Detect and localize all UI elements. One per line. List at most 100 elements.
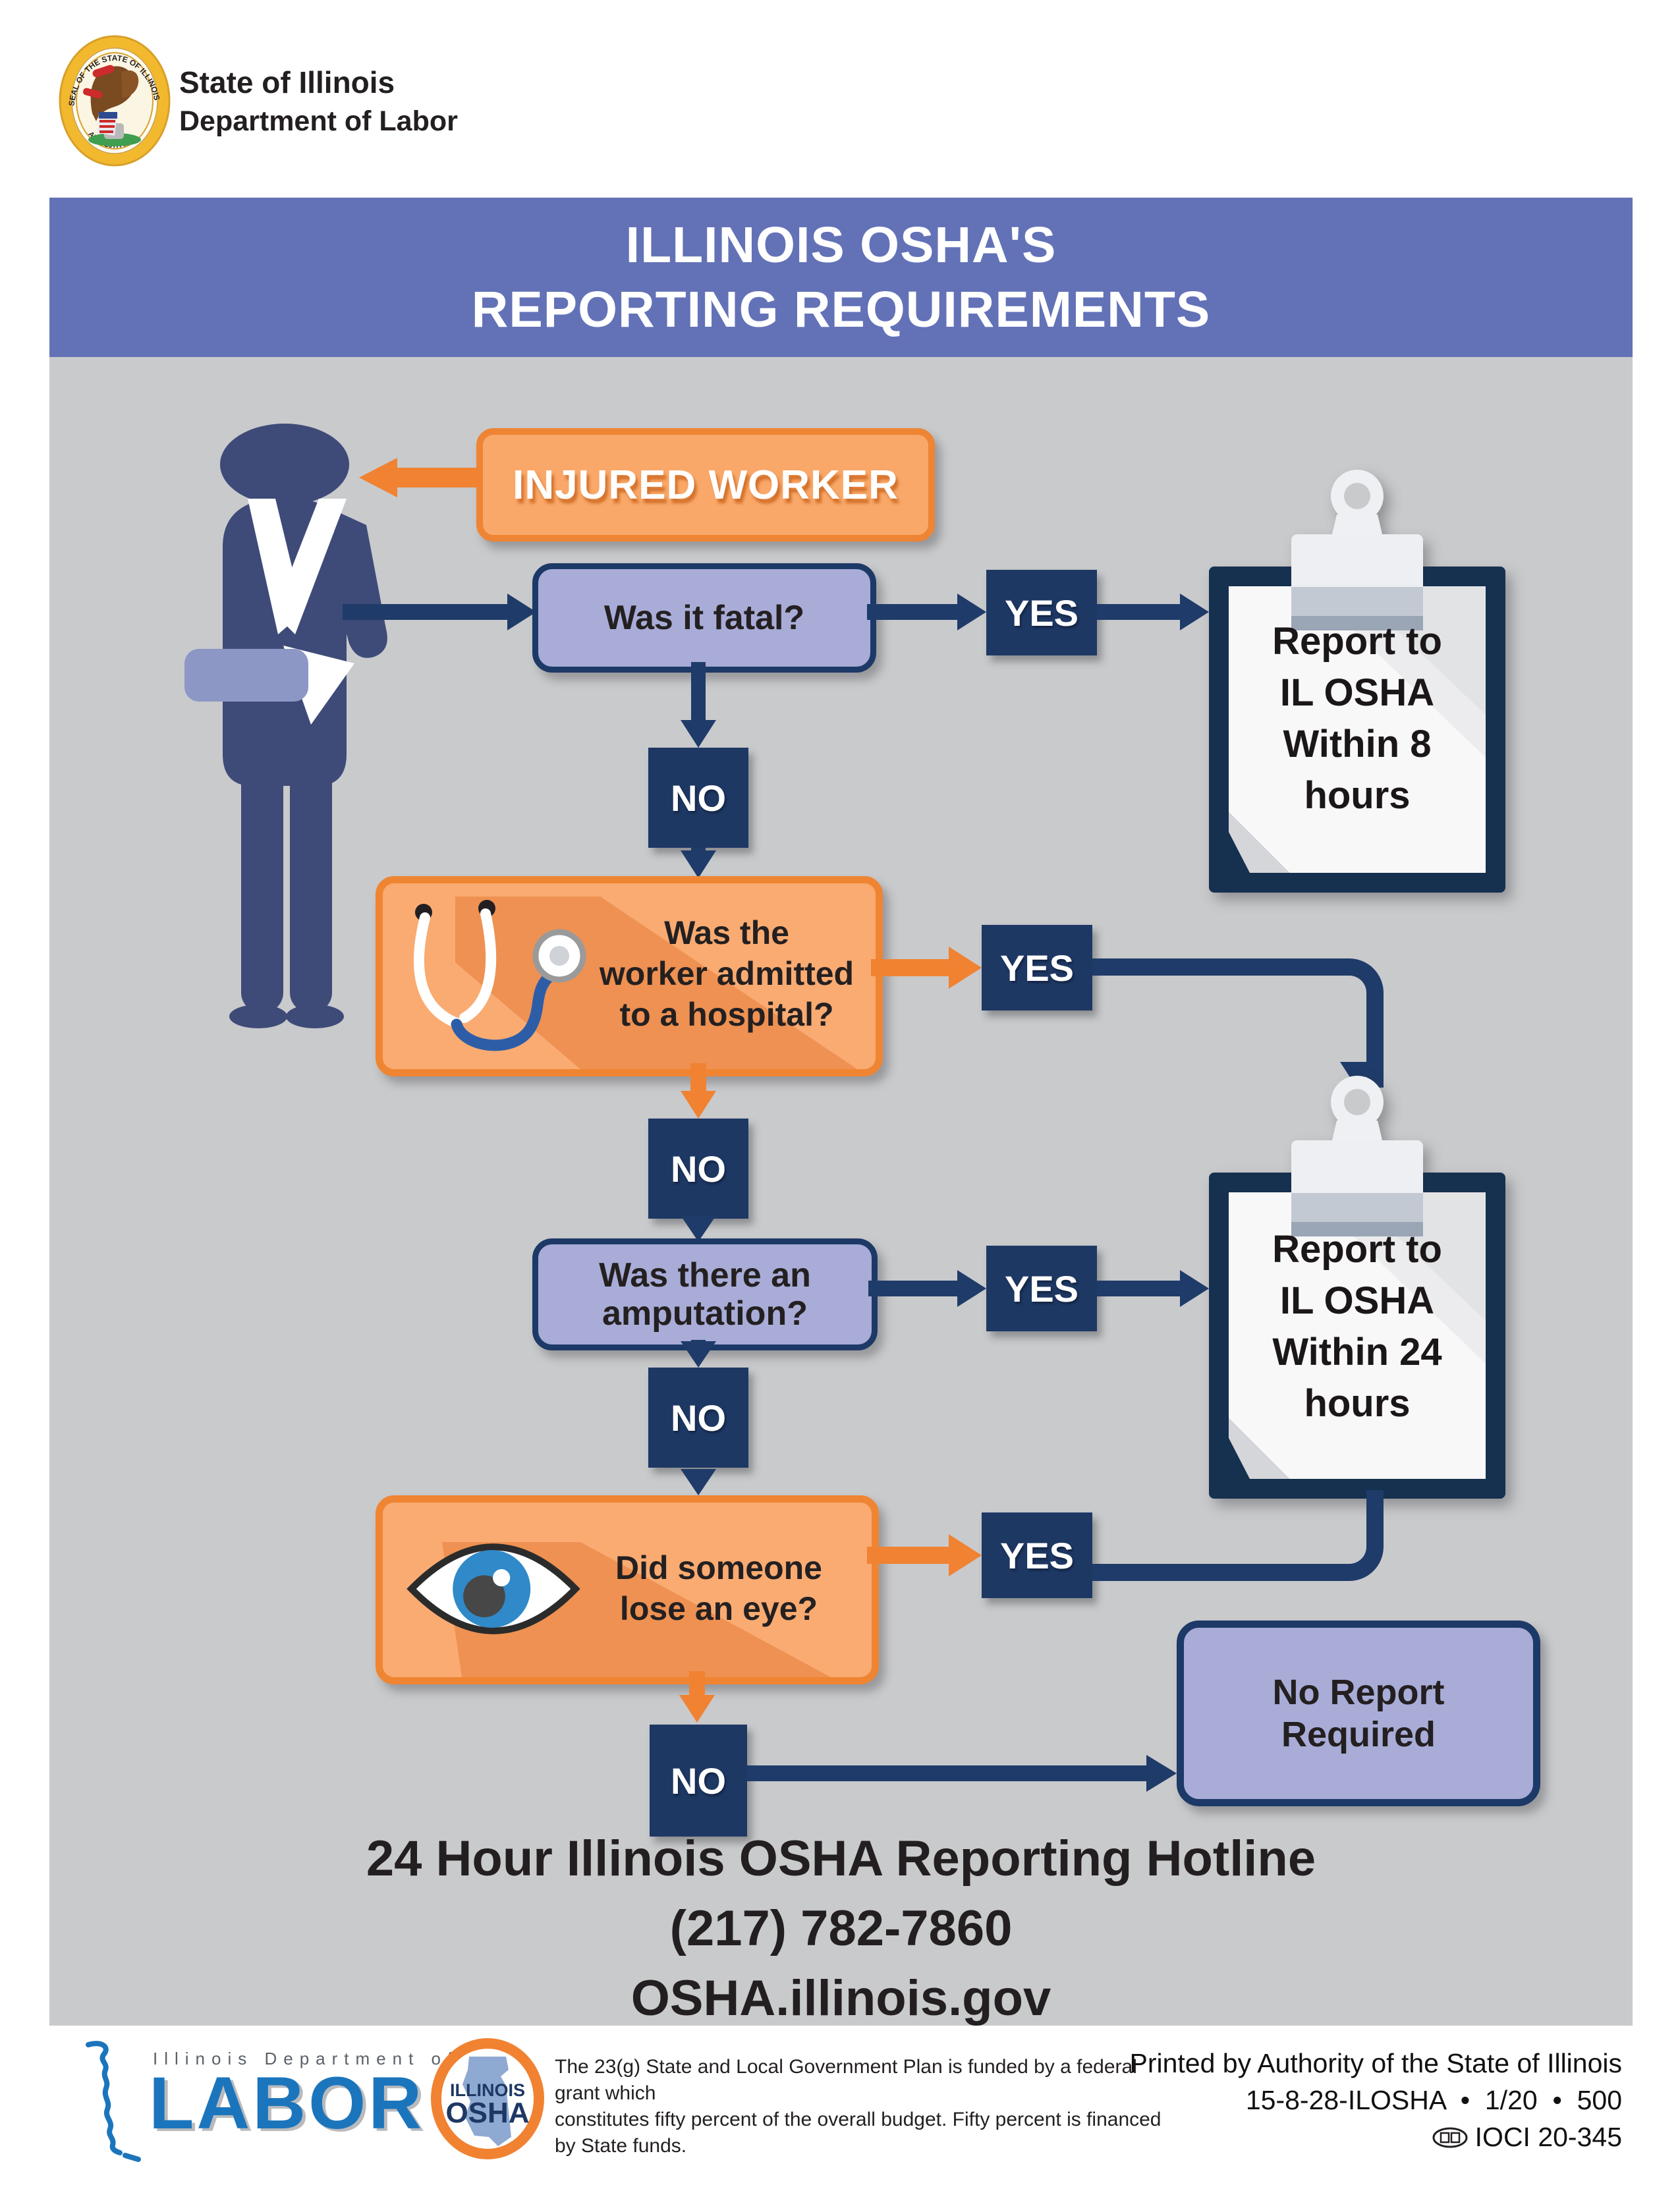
question-eye-line2: lose an eye? <box>619 1590 818 1627</box>
arrow-hospital-to-no-shaft <box>690 1063 706 1094</box>
hotline-phone: (217) 782-7860 <box>669 1900 1013 1956</box>
arrow-yes-to-clipboard8-shaft <box>1097 604 1183 620</box>
yes-badge-fatal: YES <box>986 570 1097 655</box>
question-box-amputation: Was there an amputation? <box>532 1238 878 1350</box>
injured-worker-figure <box>184 424 387 1028</box>
arrow-amputation-to-yes-shaft <box>868 1281 959 1296</box>
no-badge-amputation: NO <box>648 1368 748 1468</box>
osha-logo-line1: ILLINOIS <box>450 2080 525 2100</box>
eye-icon <box>406 1543 580 1634</box>
report-24-line4: hours <box>1304 1382 1411 1425</box>
agency-name-line2: Department of Labor <box>179 105 458 137</box>
arrow-yes-to-clipboard24-head <box>1180 1270 1209 1307</box>
funding-line1: The 23(g) State and Local Government Pla… <box>555 2056 1137 2104</box>
question-box-hospital: Was the worker admitted to a hospital? <box>376 876 883 1076</box>
no-label: NO <box>671 1148 726 1190</box>
agency-name-line1: State of Illinois <box>179 65 395 99</box>
ioci-line: IOCI 20-345 <box>988 2119 1622 2155</box>
connector-eye-yes-to-clipboard24 <box>1092 1490 1384 1581</box>
arrow-label-to-worker-shaft <box>395 468 480 487</box>
funding-statement: The 23(g) State and Local Government Pla… <box>555 2054 1174 2159</box>
arrow-amputation-to-yes-head <box>957 1270 986 1307</box>
no-report-line1: No Report <box>1272 1673 1445 1712</box>
arrow-eye-to-no-head <box>679 1695 715 1723</box>
title-banner: ILLINOIS OSHA'S REPORTING REQUIREMENTS <box>49 198 1633 357</box>
arrow-fatal-to-no-head <box>681 720 716 748</box>
arrow-no-to-noreport-shaft <box>747 1765 1149 1781</box>
no-label: NO <box>671 777 726 819</box>
report-8-text: Report to IL OSHA Within 8 hours <box>1235 616 1479 821</box>
printed-by-line: Printed by Authority of the State of Ill… <box>1129 2048 1622 2078</box>
title-line1: ILLINOIS OSHA'S <box>625 217 1057 273</box>
hotline-website: OSHA.illinois.gov <box>630 1970 1051 2026</box>
yes-badge-hospital: YES <box>982 925 1092 1011</box>
question-hospital-line3: to a hospital? <box>619 996 834 1033</box>
yes-label: YES <box>999 1534 1075 1576</box>
connector-hospital-yes-to-clipboard24 <box>1092 958 1384 1088</box>
arrow-no-to-amputation-head <box>681 1215 716 1242</box>
arrow-fatal-to-yes-shaft <box>867 604 959 620</box>
report-24-text: Report to IL OSHA Within 24 hours <box>1235 1224 1479 1429</box>
report-8-line1: Report to <box>1272 620 1442 663</box>
ioci-text: IOCI 20-345 <box>1474 2122 1622 2152</box>
question-amputation-line1: Was there an <box>599 1256 811 1294</box>
arrow-yes-to-clipboard8-head <box>1180 594 1209 630</box>
labor-logo-big-text: LABOR <box>149 2062 425 2144</box>
injured-worker-label: INJURED WORKER <box>513 462 899 508</box>
no-report-line2: Required <box>1281 1715 1436 1754</box>
yes-label: YES <box>1004 1267 1079 1310</box>
print-code-line: 15-8-28-ILOSHA • 1/20 • 500 <box>1245 2085 1622 2115</box>
union-bug-icon <box>1432 2127 1468 2148</box>
illinois-outline-icon <box>86 2041 141 2162</box>
no-label: NO <box>671 1397 726 1439</box>
question-box-eye: Did someone lose an eye? <box>376 1495 879 1684</box>
arrow-amputation-to-no-head <box>681 1341 716 1368</box>
report-8-line4: hours <box>1304 774 1411 817</box>
arrow-no-to-noreport-head <box>1146 1755 1177 1792</box>
labor-logo-small-text: Illinois Department of <box>153 2049 459 2068</box>
report-24-line2: IL OSHA <box>1279 1279 1435 1322</box>
arrow-eye-to-yes-shaft <box>867 1547 950 1564</box>
arrow-no-to-eye-head <box>681 1469 716 1495</box>
title-line2: REPORTING REQUIREMENTS <box>471 281 1211 338</box>
no-badge-eye: NO <box>650 1725 747 1837</box>
arrow-fatal-to-yes-head <box>957 594 986 630</box>
arrow-no-to-hospital-head <box>681 850 716 878</box>
yes-badge-amputation: YES <box>986 1246 1097 1331</box>
no-report-required-box: No Report Required <box>1177 1621 1540 1806</box>
question-fatal-text: Was it fatal? <box>603 599 805 637</box>
arrow-label-to-worker-head <box>359 458 397 497</box>
question-box-fatal: Was it fatal? <box>532 563 876 673</box>
arrow-eye-to-no-shaft <box>689 1671 705 1698</box>
no-badge-fatal: NO <box>648 748 748 848</box>
injured-worker-label-box: INJURED WORKER <box>476 428 935 541</box>
clipboard-report-8-hours <box>1209 470 1505 893</box>
arrow-hospital-to-no-head <box>681 1091 716 1119</box>
arrow-fatal-to-no-shaft <box>691 662 706 723</box>
no-badge-hospital: NO <box>648 1119 748 1219</box>
report-24-line1: Report to <box>1272 1228 1442 1271</box>
arrow-eye-to-yes-head <box>949 1534 982 1576</box>
question-eye-text: Did someone lose an eye? <box>580 1547 857 1629</box>
print-credits: Printed by Authority of the State of Ill… <box>988 2045 1622 2155</box>
arrow-yes-to-clipboard24-shaft <box>1097 1281 1183 1296</box>
question-hospital-line2: worker admitted <box>599 955 854 992</box>
arrow-hospital-to-yes-head <box>949 947 982 989</box>
question-hospital-line1: Was the <box>664 914 789 951</box>
yes-badge-eye: YES <box>982 1512 1092 1598</box>
report-8-line2: IL OSHA <box>1279 671 1435 714</box>
illinois-osha-logo: ILLINOIS OSHA <box>431 2038 544 2159</box>
report-8-line3: Within 8 <box>1283 723 1432 765</box>
arrow-hospital-to-yes-shaft <box>871 959 951 976</box>
arrow-worker-to-fatal-head <box>507 594 536 630</box>
illinois-state-seal: SEAL OF THE STATE OF ILLINOIS AUG. 26TH … <box>59 35 171 167</box>
stethoscope-icon <box>414 900 586 1051</box>
clipboard-report-24-hours <box>1209 1076 1505 1499</box>
yes-label: YES <box>999 947 1075 989</box>
no-label: NO <box>671 1760 726 1802</box>
report-24-line3: Within 24 <box>1272 1331 1442 1373</box>
arrow-worker-to-fatal-shaft <box>343 604 510 620</box>
funding-line2: constitutes fifty percent of the overall… <box>555 2109 1162 2157</box>
yes-label: YES <box>1004 592 1079 634</box>
